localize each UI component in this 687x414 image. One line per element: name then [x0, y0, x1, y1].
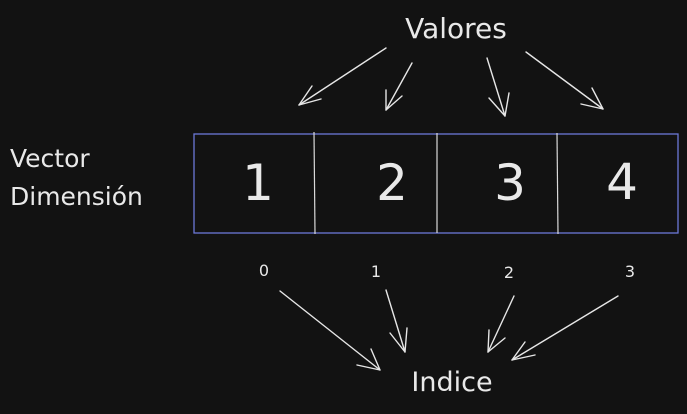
index-label-0: 0	[259, 261, 269, 280]
cell-value-1: 2	[376, 154, 408, 212]
index-label-2: 2	[504, 263, 514, 282]
arrow-values-to-cell-2	[486, 57, 510, 117]
index-label-3: 3	[625, 262, 635, 281]
cell-divider-1	[313, 131, 316, 235]
vector-box	[193, 133, 679, 234]
cell-value-2: 3	[494, 154, 526, 212]
arrow-index-2-to-label	[487, 295, 515, 353]
cell-value-3: 4	[606, 153, 638, 211]
value-arrows	[298, 47, 604, 117]
arrow-index-1-to-label	[385, 289, 408, 353]
arrow-index-0-to-label	[279, 290, 381, 371]
dimension-label: Dimensión	[10, 182, 143, 211]
cell-divider-3	[556, 132, 559, 235]
vector-label: Vector	[10, 144, 90, 173]
cell-value-0: 1	[242, 154, 274, 212]
arrow-values-to-cell-3	[525, 51, 604, 110]
index-label-1: 1	[371, 262, 381, 281]
values-label: Valores	[405, 12, 507, 45]
index-title-label: Indice	[411, 367, 492, 398]
arrow-values-to-cell-0	[298, 47, 387, 106]
index-arrows	[279, 289, 619, 371]
arrow-values-to-cell-1	[385, 62, 413, 111]
arrow-index-3-to-label	[511, 295, 619, 361]
